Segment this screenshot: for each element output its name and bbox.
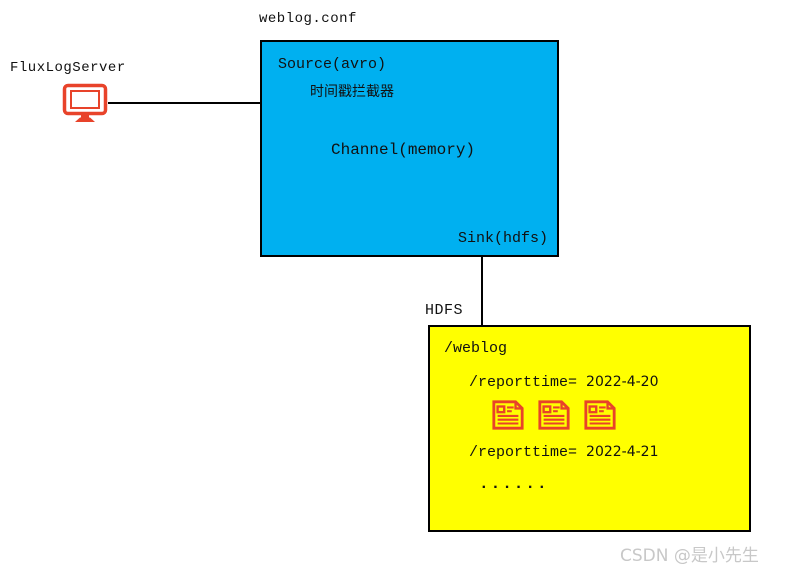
flume-config-box: Source(avro) 时间戳拦截器 Channel(memory) Sink… bbox=[260, 40, 559, 257]
more-partitions-ellipsis: ...... bbox=[479, 475, 549, 493]
file-icon bbox=[538, 400, 570, 430]
partition-row-2: /reporttime= 2022-4-21 bbox=[469, 444, 659, 461]
partition-prefix: /reporttime= bbox=[469, 444, 578, 461]
file-icons-row bbox=[491, 399, 617, 431]
conf-file-label: weblog.conf bbox=[259, 11, 357, 27]
monitor-icon bbox=[62, 83, 108, 124]
hdfs-root-path: /weblog bbox=[444, 340, 508, 357]
hdfs-label: HDFS bbox=[425, 302, 464, 319]
sink-label: Sink(hdfs) bbox=[457, 230, 548, 247]
server-to-flume-connector bbox=[108, 102, 260, 104]
source-label: Source(avro) bbox=[278, 56, 387, 73]
sink-to-hdfs-connector bbox=[481, 257, 483, 326]
channel-label: Channel(memory) bbox=[331, 141, 476, 159]
interceptor-label: 时间戳拦截器 bbox=[310, 84, 394, 100]
csdn-watermark: CSDN @是小先生 bbox=[620, 546, 759, 566]
hdfs-directory-box: /weblog /reporttime= 2022-4-20 bbox=[428, 325, 751, 532]
flux-log-server-label: FluxLogServer bbox=[10, 60, 126, 76]
partition-date: 2022-4-21 bbox=[586, 444, 659, 460]
partition-prefix: /reporttime= bbox=[469, 374, 578, 391]
partition-row-1: /reporttime= 2022-4-20 bbox=[469, 374, 659, 391]
partition-date: 2022-4-20 bbox=[586, 374, 659, 390]
file-icon bbox=[492, 400, 524, 430]
file-icon bbox=[584, 400, 616, 430]
